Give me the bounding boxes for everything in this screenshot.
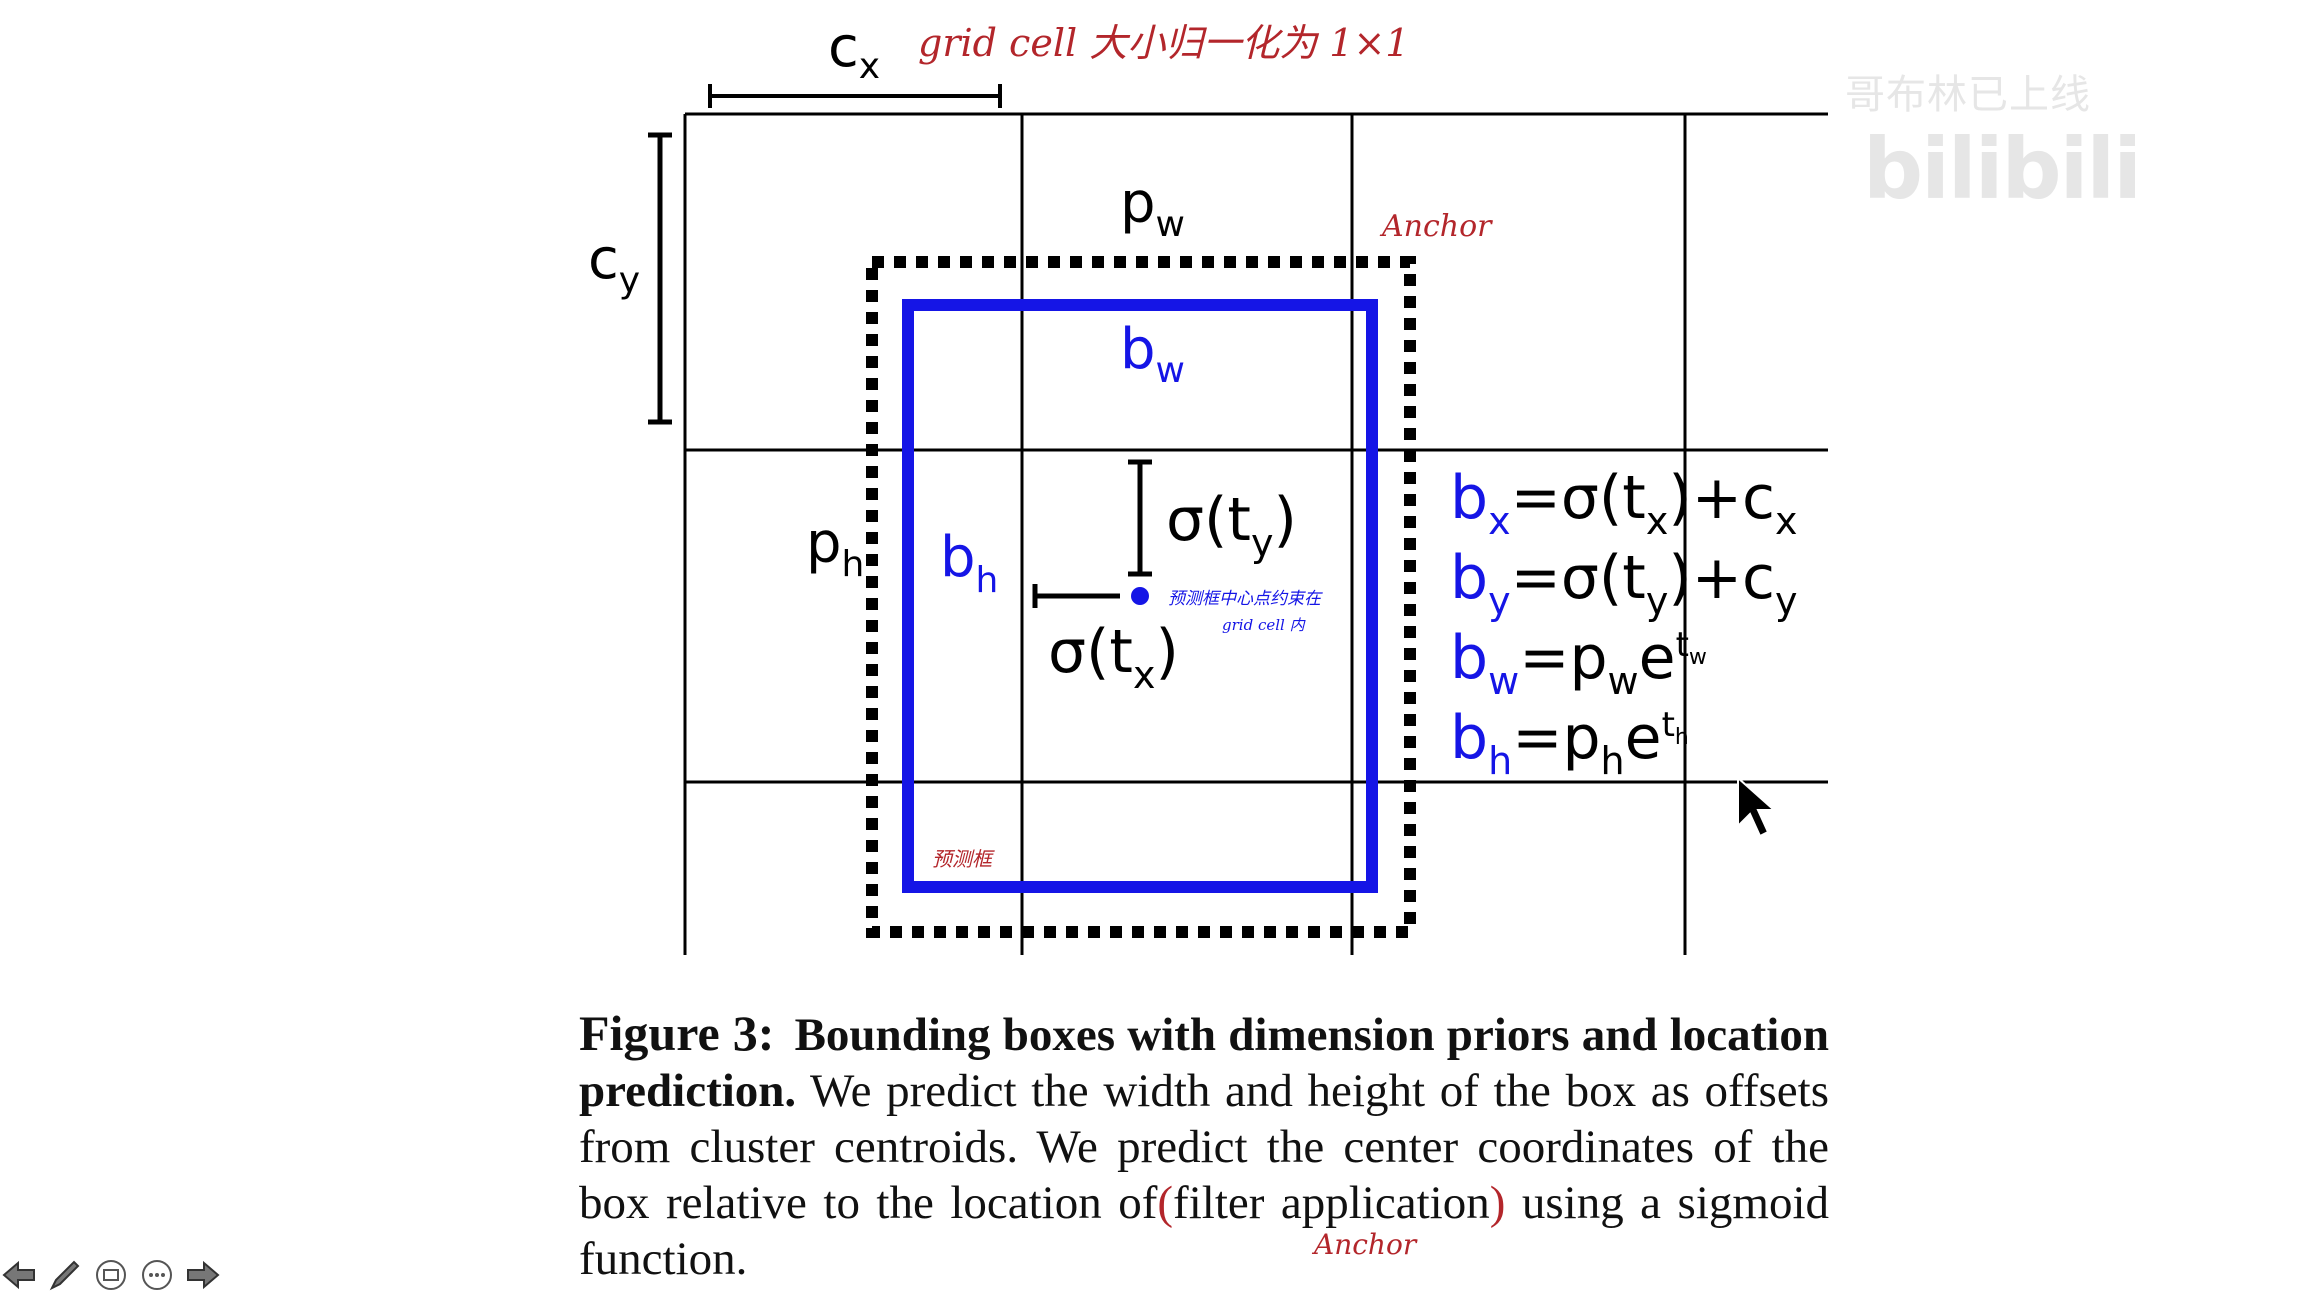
eq-bw: bw=pwetw [1450,623,1707,703]
cy-dimension-bar [648,132,672,425]
arrow-left-icon[interactable] [0,1256,38,1294]
caption-label: Figure 3: [579,1005,775,1061]
predicted-box [902,299,1378,893]
sigma-tx-bar [1032,584,1120,608]
sigma-tx-label: σ(tx) [1048,617,1179,697]
arrow-right-icon[interactable] [184,1256,222,1294]
predicted-box-note: 预测框 [932,847,995,871]
mouse-cursor-icon [1737,775,1777,838]
grid-normalize-note: grid cell 大小归一化为 1×1 [918,21,1409,65]
sigma-ty-bar [1128,459,1152,577]
slideshow-toolbar [0,1255,222,1295]
ph-label: ph [806,511,864,585]
center-constraint-note-line1: 预测框中心点约束在 [1168,589,1323,609]
bw-label: bw [1120,317,1185,391]
pw-label: pw [1120,171,1185,245]
cx-dimension-bar [708,84,1002,108]
center-point [1131,587,1149,605]
anchor-note: Anchor [1379,209,1493,244]
cy-label: cy [588,227,640,301]
pen-icon[interactable] [46,1256,84,1294]
caption-paren-open: ( [1157,1177,1174,1229]
bh-label: bh [940,525,998,601]
eq-bx: bx=σ(tx)+cx [1450,463,1798,543]
sigma-ty-label: σ(ty) [1166,485,1297,565]
caption-text-2: using a sigmoid function. [579,1177,1830,1285]
bilibili-logo: bilibili [1863,120,2142,218]
equations: bx=σ(tx)+cx by=σ(ty)+cy bw=pwetw bh=phet… [1450,463,1798,783]
eq-by: by=σ(ty)+cy [1450,543,1798,623]
figure-caption: Figure 3: Bounding boxes with dimension … [579,1005,1829,1287]
slide-icon[interactable] [92,1256,130,1294]
anchor-box [866,256,1416,938]
cx-label: cx [828,15,880,87]
more-icon[interactable] [138,1256,176,1294]
caption-text-1: We predict the width and height of the b… [579,1065,1829,1229]
eq-bh: bh=pheth [1450,703,1689,783]
caption-paren-text: filter application [1173,1177,1490,1229]
caption-title: Bounding boxes with dimension priors and… [579,1009,1829,1117]
watermark: 哥布林已上线bilibili [1845,62,2301,218]
caption-anchor-note: Anchor [1314,1228,1417,1261]
watermark-text: 哥布林已上线 [1845,72,2091,118]
caption-paren-close: ) [1489,1177,1506,1229]
center-constraint-note-line2: grid cell 内 [1222,616,1307,634]
